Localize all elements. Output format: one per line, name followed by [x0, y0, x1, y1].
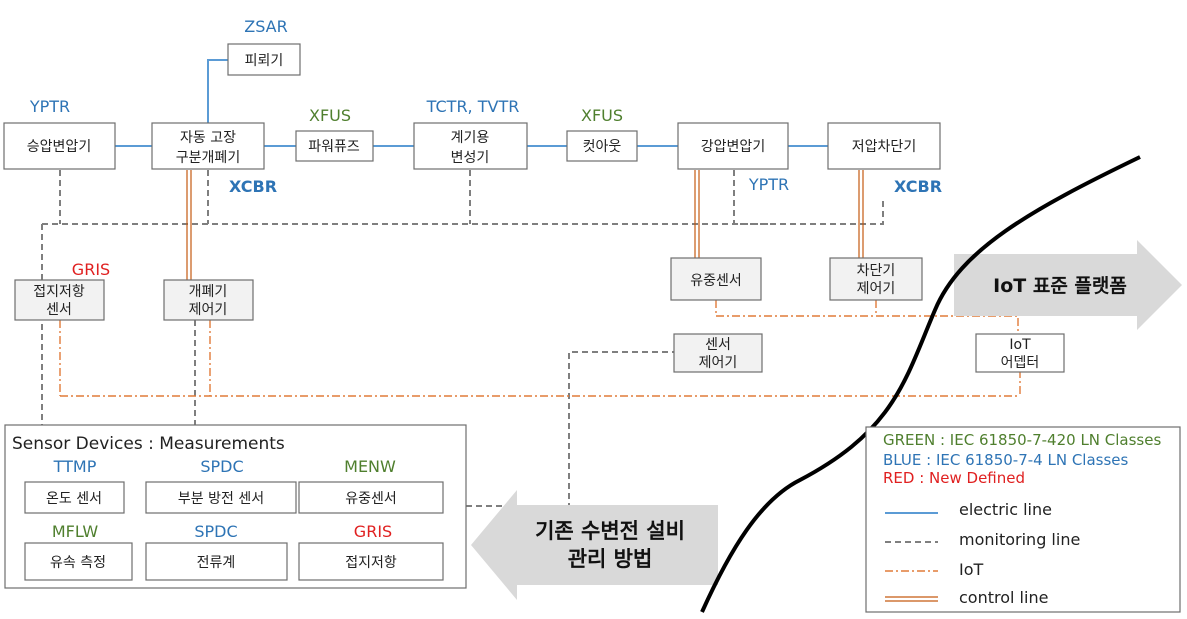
- sensor-name-4: 전류계: [197, 555, 236, 571]
- sensor-code-4: SPDC: [194, 522, 237, 541]
- node-chadan-label-2: 제어기: [857, 281, 896, 297]
- sensor-code-0: TTMP: [53, 457, 97, 476]
- sensor-box-1: 부분 방전 센서: [145, 481, 297, 514]
- legend-item-control: control line: [959, 588, 1048, 607]
- sensor-name-3: 유속 측정: [50, 555, 106, 571]
- node-jadong-label-1: 자동 고장: [180, 130, 236, 146]
- node-gyegi-label-2: 변성기: [451, 150, 490, 166]
- label-xcbr-2: XCBR: [894, 177, 942, 196]
- sensor-name-1: 부분 방전 센서: [178, 491, 264, 507]
- legend-blue: BLUE : IEC 61850-7-4 LN Classes: [883, 451, 1129, 469]
- node-powerfuse-label: 파워퓨즈: [308, 139, 360, 155]
- iot-lines: [59, 300, 1021, 397]
- node-oil-sensor: 유중센서: [670, 257, 762, 301]
- node-gaepye-controller: 개폐기 제어기: [163, 279, 254, 321]
- legacy-method-arrow-label-1: 기존 수변전 설비: [535, 519, 685, 543]
- sensor-name-5: 접지저항: [345, 555, 397, 571]
- sensor-box-4: 전류계: [145, 542, 288, 581]
- sensor-panel: Sensor Devices : Measurements TTMP SPDC …: [4, 424, 467, 589]
- iot-platform-arrow: IoT 표준 플랫폼: [954, 240, 1182, 330]
- label-yptr-left: YPTR: [29, 97, 70, 116]
- node-iot-adapter: IoT 어뎁터: [975, 333, 1065, 373]
- sensor-code-3: MFLW: [52, 522, 98, 541]
- node-jeopji-label-2: 센서: [46, 302, 72, 318]
- label-xfus-1: XFUS: [309, 106, 351, 125]
- node-sensor-ctrl-label-1: 센서: [705, 337, 731, 353]
- sensor-panel-title: Sensor Devices : Measurements: [12, 434, 285, 454]
- control-lines: [186, 170, 864, 280]
- node-oil-sensor-label: 유중센서: [690, 273, 742, 289]
- node-cutout: 컷아웃: [566, 130, 638, 162]
- sensor-box-2: 유중센서: [298, 481, 444, 514]
- node-seungap: 승압변압기: [3, 122, 116, 170]
- legend-item-electric: electric line: [959, 500, 1052, 519]
- node-jeopji-label-1: 접지저항: [33, 284, 85, 300]
- label-gris-top: GRIS: [72, 260, 110, 279]
- node-gyegi-label-1: 계기용: [451, 130, 490, 146]
- electric-lines: [115, 59, 828, 147]
- sensor-code-5: GRIS: [354, 522, 392, 541]
- node-piroegi: 피뢰기: [227, 43, 301, 76]
- node-cutout-label: 컷아웃: [583, 139, 622, 155]
- legend-item-iot: IoT: [959, 560, 984, 579]
- node-gaepye-label-2: 제어기: [189, 302, 228, 318]
- node-piroegi-label: 피뢰기: [245, 53, 284, 69]
- legend-red: RED : New Defined: [883, 469, 1025, 487]
- sensor-box-5: 접지저항: [298, 542, 444, 581]
- node-jeopji-sensor: 접지저항 센서: [14, 279, 105, 321]
- sensor-code-2: MENW: [344, 457, 396, 476]
- node-jadong-label-2: 구분개폐기: [176, 150, 240, 166]
- node-jadong: 자동 고장 구분개폐기: [151, 122, 265, 170]
- label-tctr-tvtr: TCTR, TVTR: [426, 97, 520, 116]
- legend: GREEN : IEC 61850-7-420 LN Classes BLUE …: [865, 426, 1181, 613]
- legend-green: GREEN : IEC 61850-7-420 LN Classes: [883, 431, 1161, 449]
- legend-item-monitoring: monitoring line: [959, 530, 1080, 549]
- node-gangap-label: 강압변압기: [701, 139, 765, 155]
- legacy-method-arrow: 기존 수변전 설비 관리 방법: [471, 490, 718, 600]
- node-gangap: 강압변압기: [677, 122, 789, 170]
- sensor-code-1: SPDC: [200, 457, 243, 476]
- node-iot-adapter-label-2: 어뎁터: [1001, 355, 1040, 371]
- iot-platform-arrow-label: IoT 표준 플랫폼: [993, 275, 1127, 297]
- node-gaepye-label-1: 개폐기: [189, 284, 228, 300]
- label-yptr-right: YPTR: [748, 175, 789, 194]
- label-xcbr-1: XCBR: [229, 177, 277, 196]
- label-xfus-2: XFUS: [581, 106, 623, 125]
- node-chadan-label-1: 차단기: [857, 263, 896, 279]
- boundary-curve: [700, 155, 1141, 613]
- sensor-box-0: 온도 센서: [24, 481, 125, 514]
- label-zsar: ZSAR: [244, 17, 287, 36]
- node-chadan-controller: 차단기 제어기: [829, 257, 923, 301]
- sensor-box-3: 유속 측정: [24, 542, 133, 581]
- node-seungap-label: 승압변압기: [27, 139, 91, 155]
- node-sensor-controller: 센서 제어기: [673, 333, 763, 373]
- node-sensor-ctrl-label-2: 제어기: [699, 355, 738, 371]
- node-powerfuse: 파워퓨즈: [295, 130, 374, 162]
- sensor-name-0: 온도 센서: [46, 491, 102, 507]
- node-iot-adapter-label-1: IoT: [1009, 337, 1031, 353]
- sensor-name-2: 유중센서: [345, 491, 397, 507]
- node-gyegi: 계기용 변성기: [413, 122, 528, 170]
- node-jeoap-label: 저압차단기: [852, 139, 916, 155]
- node-jeoap: 저압차단기: [827, 122, 941, 170]
- legacy-method-arrow-label-2: 관리 방법: [568, 547, 653, 571]
